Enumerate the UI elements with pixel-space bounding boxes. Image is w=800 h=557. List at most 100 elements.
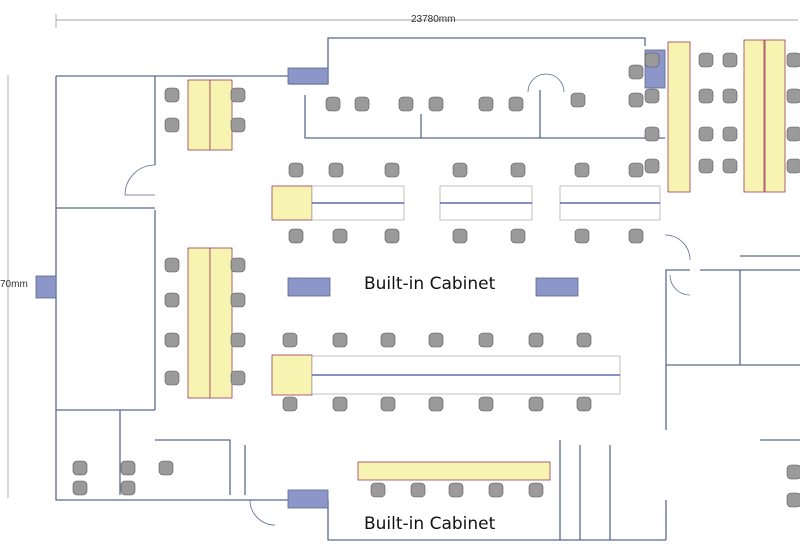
width-dimension-label: 23780mm bbox=[411, 14, 456, 25]
chair bbox=[528, 482, 544, 498]
chair bbox=[628, 162, 644, 178]
chair bbox=[786, 464, 800, 480]
chair bbox=[398, 96, 414, 112]
chair bbox=[488, 482, 504, 498]
chair bbox=[428, 396, 444, 412]
desk bbox=[271, 185, 313, 221]
chair bbox=[644, 126, 660, 142]
chair bbox=[164, 292, 180, 308]
chair bbox=[528, 332, 544, 348]
chair bbox=[478, 332, 494, 348]
chairs bbox=[72, 52, 800, 508]
chair bbox=[230, 332, 246, 348]
cabinet-label-top: Built-in Cabinet bbox=[364, 274, 496, 294]
height-dimension-label: 70mm bbox=[0, 279, 28, 290]
chair bbox=[452, 228, 468, 244]
chair bbox=[164, 87, 180, 103]
chair bbox=[448, 482, 464, 498]
chair bbox=[786, 52, 800, 68]
chair bbox=[288, 228, 304, 244]
cabinets bbox=[35, 49, 666, 509]
chair bbox=[722, 52, 738, 68]
chair bbox=[644, 158, 660, 174]
chair bbox=[230, 257, 246, 273]
chair bbox=[158, 460, 174, 476]
chair bbox=[164, 332, 180, 348]
chair bbox=[628, 228, 644, 244]
chair bbox=[576, 332, 592, 348]
cabinet-panel bbox=[535, 277, 579, 297]
chair bbox=[628, 64, 644, 80]
chair bbox=[478, 96, 494, 112]
chair bbox=[332, 332, 348, 348]
chair bbox=[230, 87, 246, 103]
chair bbox=[230, 370, 246, 386]
desk bbox=[271, 354, 313, 396]
chair bbox=[72, 480, 88, 496]
chair bbox=[164, 117, 180, 133]
chair bbox=[508, 96, 524, 112]
chair bbox=[384, 162, 400, 178]
chair bbox=[576, 396, 592, 412]
chair bbox=[328, 162, 344, 178]
desk bbox=[357, 461, 551, 481]
chair bbox=[428, 96, 444, 112]
desk bbox=[667, 41, 691, 193]
chair bbox=[528, 396, 544, 412]
chair bbox=[288, 162, 304, 178]
chair bbox=[644, 88, 660, 104]
chair bbox=[722, 88, 738, 104]
cabinet-panel bbox=[287, 489, 329, 509]
chair bbox=[452, 162, 468, 178]
chair bbox=[380, 396, 396, 412]
chair bbox=[786, 158, 800, 174]
desk bbox=[209, 79, 233, 151]
chair bbox=[786, 88, 800, 104]
chair bbox=[410, 482, 426, 498]
chair bbox=[164, 370, 180, 386]
chair bbox=[332, 396, 348, 412]
chair bbox=[628, 92, 644, 108]
desk bbox=[187, 247, 211, 399]
chair bbox=[230, 117, 246, 133]
chair bbox=[698, 126, 714, 142]
chair bbox=[478, 396, 494, 412]
cabinet-panel bbox=[287, 67, 329, 85]
desk bbox=[743, 39, 765, 193]
chair bbox=[282, 396, 298, 412]
desk-clusters bbox=[187, 39, 786, 481]
chair bbox=[72, 460, 88, 476]
desk bbox=[764, 39, 786, 193]
chair bbox=[384, 228, 400, 244]
chair bbox=[644, 52, 660, 68]
chair bbox=[786, 126, 800, 142]
chair bbox=[282, 332, 298, 348]
chair bbox=[722, 158, 738, 174]
cabinet-panel bbox=[287, 277, 331, 297]
chair bbox=[380, 332, 396, 348]
chair bbox=[574, 228, 590, 244]
chair bbox=[574, 162, 590, 178]
chair bbox=[230, 292, 246, 308]
chair bbox=[164, 257, 180, 273]
chair bbox=[698, 52, 714, 68]
chair bbox=[570, 92, 586, 108]
door-arcs bbox=[124, 73, 691, 526]
chair bbox=[722, 126, 738, 142]
chair bbox=[510, 228, 526, 244]
chair bbox=[325, 96, 341, 112]
cabinet-panel bbox=[35, 275, 57, 299]
desk bbox=[187, 79, 211, 151]
chair bbox=[120, 480, 136, 496]
chair bbox=[698, 88, 714, 104]
chair bbox=[370, 482, 386, 498]
chair bbox=[332, 228, 348, 244]
chair bbox=[698, 158, 714, 174]
chair bbox=[428, 332, 444, 348]
chair bbox=[354, 96, 370, 112]
chair bbox=[120, 460, 136, 476]
desk bbox=[209, 247, 233, 399]
chair bbox=[786, 492, 800, 508]
